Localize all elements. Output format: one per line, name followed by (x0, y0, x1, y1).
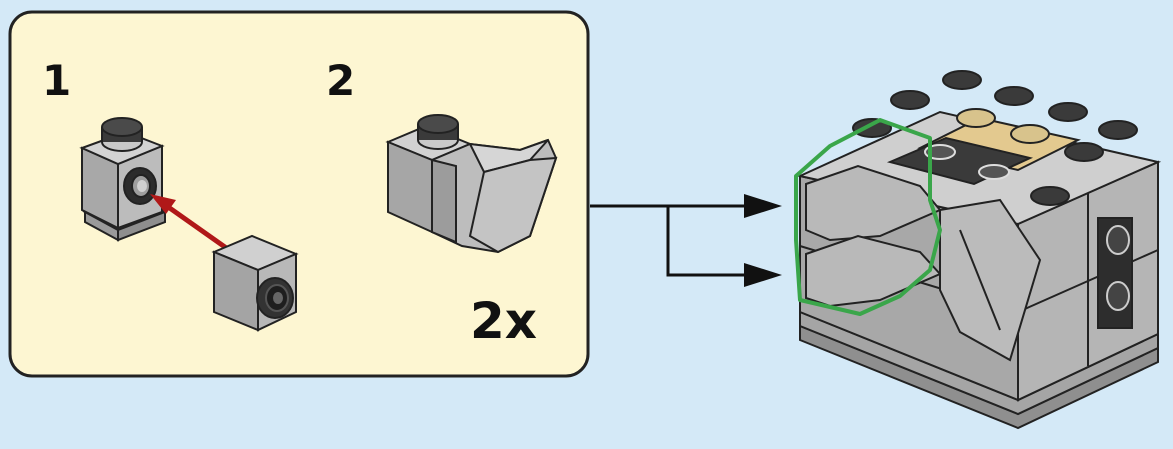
bracket-brick-icon (79, 117, 168, 242)
curved-slope-brick-icon (385, 114, 558, 254)
step-1-number: 1 (42, 56, 72, 105)
attach-arrow-icon (150, 194, 234, 255)
callout-box (8, 10, 590, 378)
quantity-label: 2x (470, 292, 538, 350)
step-2-number: 2 (326, 56, 356, 105)
round-stud-brick-icon (211, 234, 299, 332)
assembly-model-icon (794, 70, 1162, 430)
pointer-arrow-icon (590, 194, 782, 287)
